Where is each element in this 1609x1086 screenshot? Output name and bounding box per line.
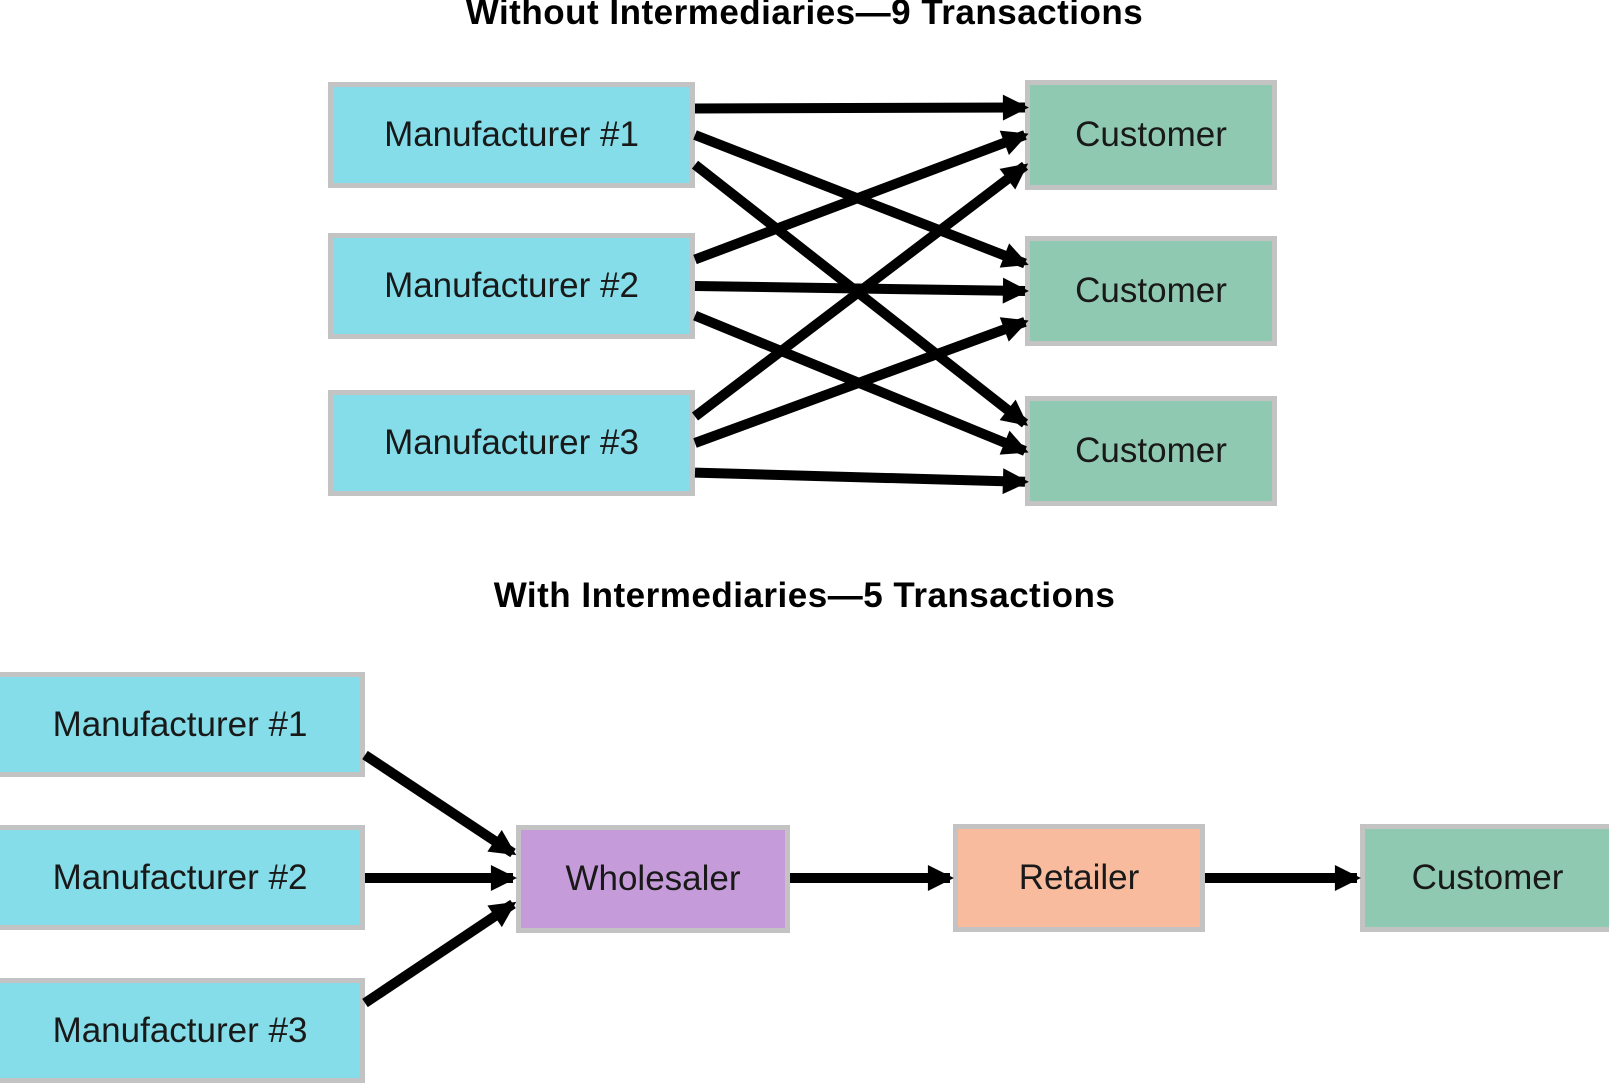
top-customer-1-label: Customer	[1075, 115, 1227, 154]
retailer-label: Retailer	[1018, 858, 1140, 897]
top-diagram-title: Without Intermediaries—9 Transactions	[465, 0, 1144, 32]
bottom-manufacturer-1-box: Manufacturer #1	[0, 672, 365, 777]
wholesaler-label: Wholesaler	[565, 859, 741, 898]
bottom-manufacturer-2-box: Manufacturer #2	[0, 825, 365, 930]
top-customer-2-label: Customer	[1075, 271, 1227, 310]
top-customer-3-box: Customer	[1025, 396, 1277, 506]
top-customer-1-box: Customer	[1025, 80, 1277, 190]
bottom-diagram-title: With Intermediaries—5 Transactions	[493, 576, 1116, 615]
top-manufacturer-1-label: Manufacturer #1	[384, 115, 639, 154]
bottom-manufacturer-2-label: Manufacturer #2	[52, 857, 308, 897]
top-manufacturer-2-box: Manufacturer #2	[328, 233, 695, 339]
bottom-manufacturer-1-label: Manufacturer #1	[52, 704, 308, 744]
top-manufacturer-1-box: Manufacturer #1	[328, 82, 695, 188]
wholesaler-box: Wholesaler	[516, 825, 790, 933]
bottom-customer-label: Customer	[1411, 858, 1564, 897]
bottom-manufacturer-3-box: Manufacturer #3	[0, 978, 365, 1083]
top-manufacturer-3-box: Manufacturer #3	[328, 390, 695, 496]
bottom-customer-box: Customer	[1360, 824, 1609, 932]
top-customer-2-box: Customer	[1025, 236, 1277, 346]
retailer-box: Retailer	[953, 824, 1205, 932]
top-customer-3-label: Customer	[1075, 431, 1227, 470]
top-manufacturer-2-label: Manufacturer #2	[384, 266, 639, 305]
bottom-manufacturer-3-label: Manufacturer #3	[52, 1010, 308, 1050]
top-manufacturer-3-label: Manufacturer #3	[384, 423, 639, 462]
